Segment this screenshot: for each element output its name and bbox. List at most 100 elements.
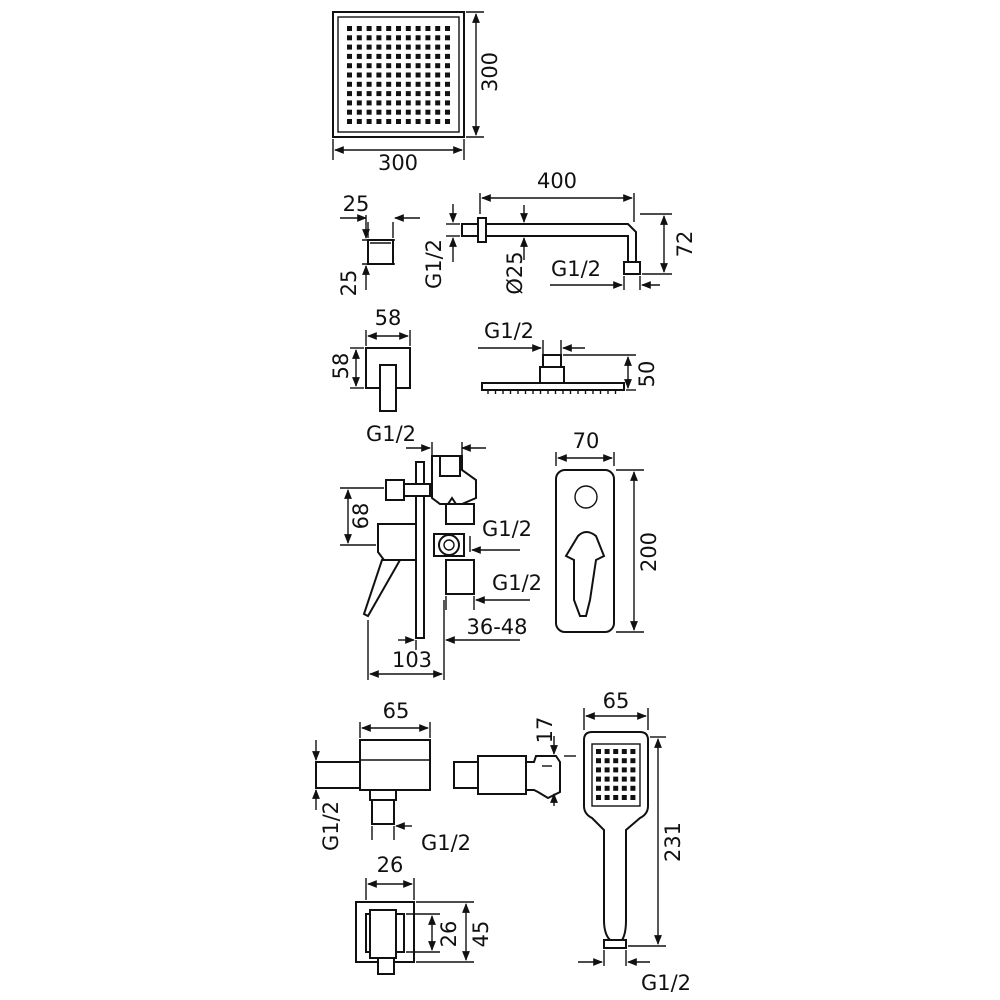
- nozzle-dot: [604, 776, 610, 782]
- nozzle-dot: [356, 63, 362, 69]
- nozzle-dot: [630, 758, 636, 764]
- nozzle-dot: [386, 119, 392, 124]
- nozzle-dot: [386, 100, 392, 106]
- nozzle-dot: [415, 26, 421, 31]
- handshower-holder: 17: [453, 717, 576, 806]
- nozzle-dot: [405, 72, 411, 78]
- nozzle-dot: [376, 81, 382, 87]
- hand-shower-nozzle-grid: [596, 749, 636, 800]
- nozzle-dot: [415, 100, 421, 106]
- nozzle-dot: [435, 119, 441, 124]
- nozzle-dot: [435, 35, 441, 41]
- nozzle-dot: [613, 767, 619, 773]
- nozzle-dot: [405, 63, 411, 69]
- small-flange-height-label: 25: [337, 270, 361, 297]
- nozzle-dot: [356, 109, 362, 115]
- nozzle-dot: [415, 81, 421, 87]
- rain-shower-head-side-view: G1/2 50: [478, 319, 659, 394]
- nozzle-dot: [613, 758, 619, 764]
- nozzle-dot: [445, 119, 450, 124]
- nozzle-dot: [415, 109, 421, 115]
- nozzle-dot: [630, 795, 636, 800]
- nozzle-dot: [425, 26, 431, 31]
- nozzle-dot: [386, 81, 392, 87]
- nozzle-dot: [376, 72, 382, 78]
- nozzle-dot: [596, 758, 601, 764]
- nozzle-dot: [347, 63, 352, 69]
- nozzle-dot: [445, 91, 450, 97]
- nozzle-dot: [435, 44, 441, 50]
- outlet-thread-bottom-label: G1/2: [421, 831, 471, 855]
- nozzle-dot: [435, 53, 441, 59]
- nozzle-dot: [435, 100, 441, 106]
- nozzle-dot: [425, 53, 431, 59]
- nozzle-dot: [347, 100, 352, 106]
- nozzle-dot: [425, 109, 431, 115]
- nozzle-dot: [386, 26, 392, 31]
- nozzle-dot: [596, 767, 601, 773]
- shower-head-side-nozzles: [487, 390, 617, 394]
- mixer-offset-label: 68: [349, 503, 373, 530]
- nozzle-dot: [425, 91, 431, 97]
- nozzle-dot: [445, 109, 450, 115]
- arm-length-label: 400: [537, 169, 577, 193]
- nozzle-dot: [396, 72, 401, 78]
- nozzle-dot: [347, 53, 352, 59]
- nozzle-dot: [621, 776, 627, 782]
- shower-arm-view: 400 72 G1/2 Ø25 G1/2: [422, 169, 697, 295]
- nozzle-dot: [376, 53, 382, 59]
- nozzle-dot: [415, 119, 421, 124]
- mixer-thread-top-label: G1/2: [366, 422, 416, 446]
- nozzle-dot: [356, 53, 362, 59]
- handshower-width-label: 65: [603, 689, 630, 713]
- nozzle-dot: [435, 109, 441, 115]
- nozzle-dot: [445, 100, 450, 106]
- square-wall-elbow-front: 26 26 45: [355, 853, 493, 975]
- nozzle-dot: [386, 91, 392, 97]
- nozzle-dot: [356, 26, 362, 31]
- nozzle-dot: [386, 63, 392, 69]
- nozzle-dot: [376, 26, 382, 31]
- nozzle-dot: [604, 749, 610, 754]
- nozzle-dot: [415, 91, 421, 97]
- nozzle-dot: [613, 795, 619, 800]
- nozzle-dot: [366, 119, 372, 124]
- nozzle-dot: [396, 63, 401, 69]
- nozzle-dot: [376, 119, 382, 124]
- nozzle-dot: [405, 91, 411, 97]
- mixer-depth-label: 103: [392, 648, 432, 672]
- nozzle-dot: [405, 109, 411, 115]
- nozzle-dot: [596, 749, 601, 754]
- nozzle-dot: [630, 767, 636, 773]
- nozzle-dot: [621, 758, 627, 764]
- rain-height-label: 300: [478, 52, 502, 92]
- head-thread-label: G1/2: [484, 319, 534, 343]
- nozzle-dot: [415, 44, 421, 50]
- nozzle-dot: [396, 26, 401, 31]
- nozzle-dot: [386, 53, 392, 59]
- mixer-thread-bottom-label: G1/2: [492, 571, 542, 595]
- nozzle-dot: [347, 91, 352, 97]
- nozzle-dot: [596, 795, 601, 800]
- holder-height-label: 17: [533, 717, 557, 744]
- plate-width-label: 70: [573, 429, 600, 453]
- nozzle-dot: [366, 44, 372, 50]
- nozzle-dot: [366, 72, 372, 78]
- nozzle-dot: [405, 53, 411, 59]
- nozzle-dot: [630, 776, 636, 782]
- nozzle-dot: [396, 119, 401, 124]
- mixer-cover-plate: 70 200: [555, 429, 661, 633]
- elbow-outer-width-label: 26: [377, 853, 404, 877]
- nozzle-dot: [630, 785, 636, 791]
- nozzle-dot: [376, 100, 382, 106]
- nozzle-dot: [613, 749, 619, 754]
- nozzle-dot: [396, 91, 401, 97]
- nozzle-dot: [396, 109, 401, 115]
- mixer-wall-label: 36-48: [466, 615, 527, 639]
- nozzle-dot: [613, 776, 619, 782]
- nozzle-dot: [347, 35, 352, 41]
- nozzle-dot: [396, 100, 401, 106]
- nozzle-dot: [366, 53, 372, 59]
- nozzle-dot: [415, 63, 421, 69]
- nozzle-dot: [425, 35, 431, 41]
